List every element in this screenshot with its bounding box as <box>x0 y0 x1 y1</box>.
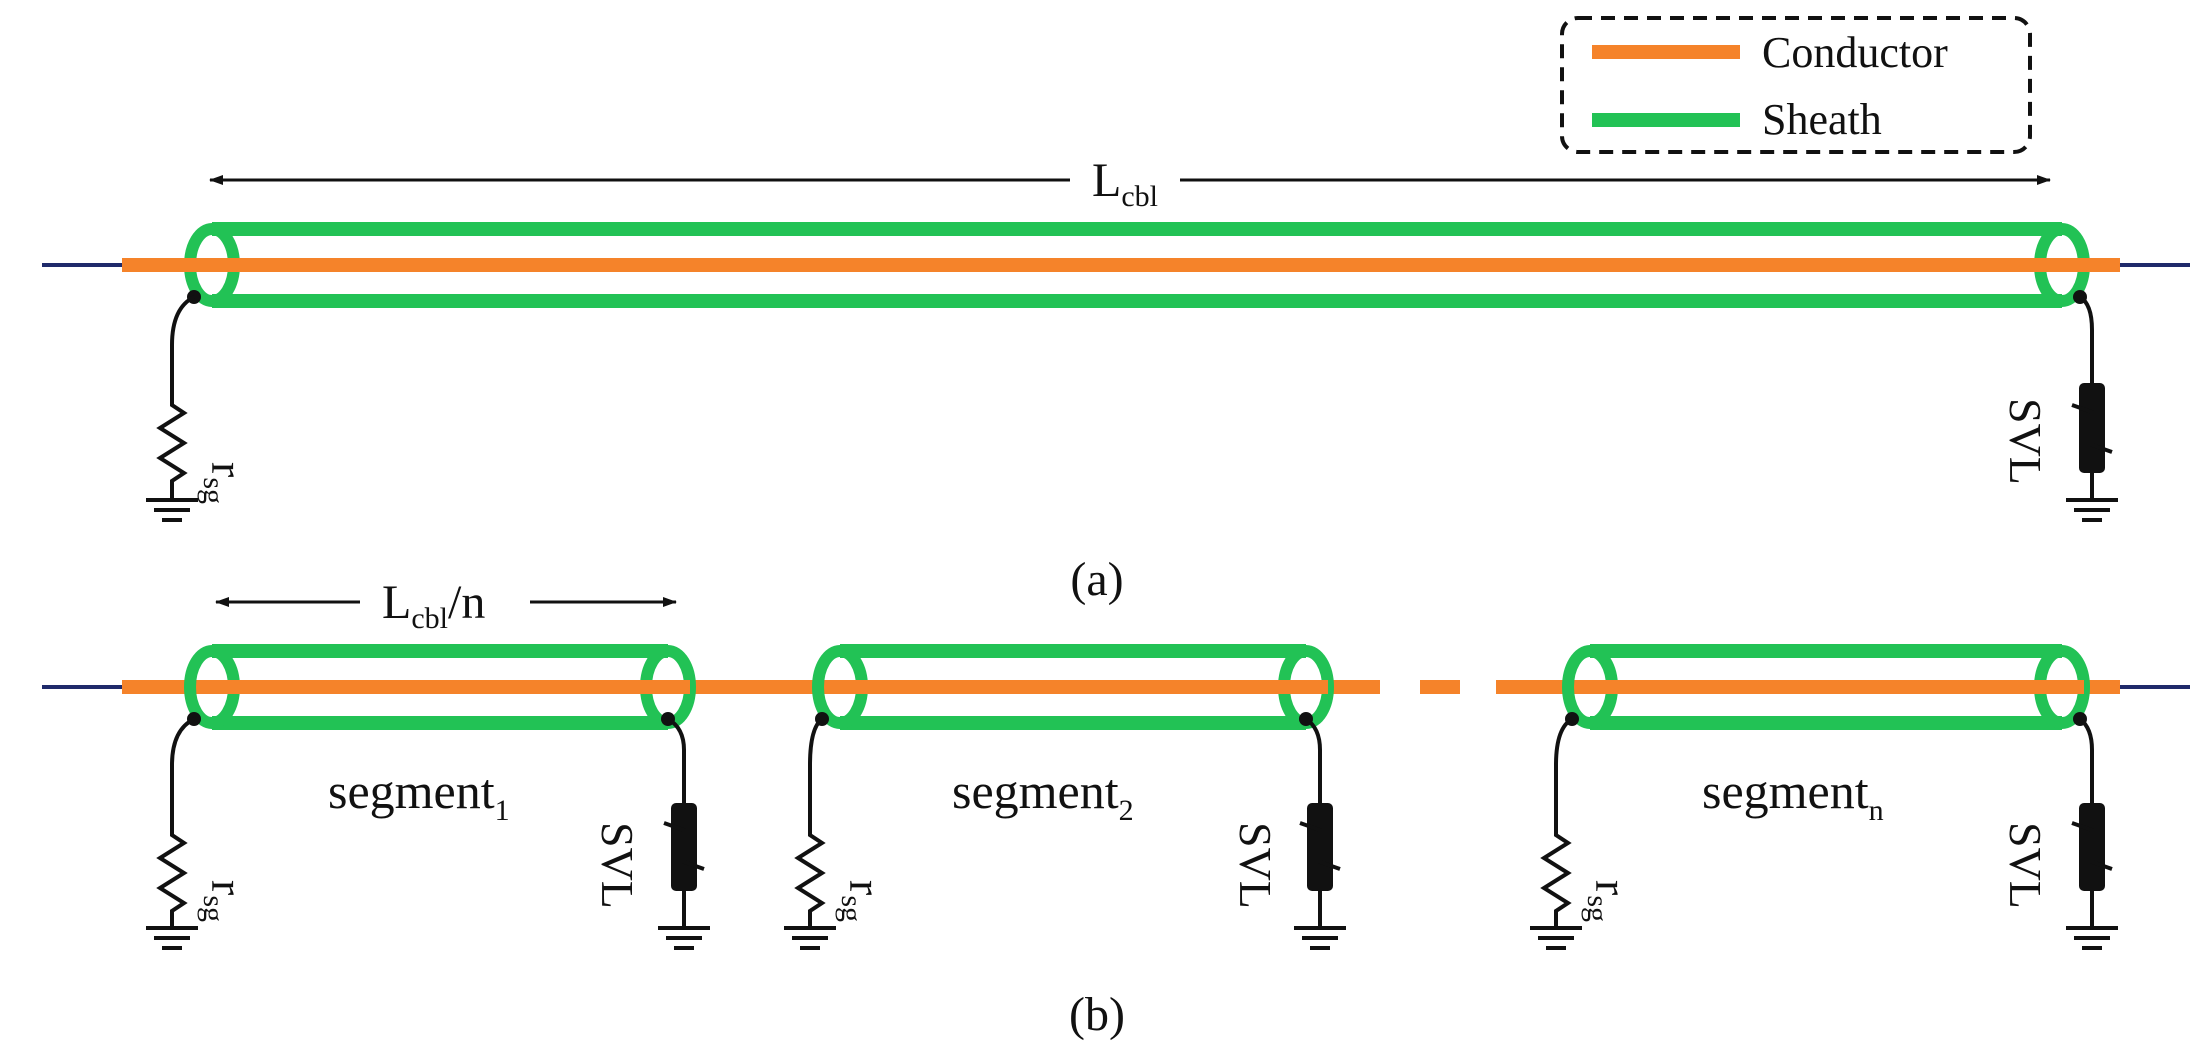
resistor-label-a: rsg <box>197 462 253 504</box>
panel-a: Lcbl rsg <box>42 154 2190 606</box>
legend: Conductor Sheath <box>1560 16 2032 154</box>
length-label-a: Lcbl <box>1092 154 1158 213</box>
sheath-body-a <box>212 222 2062 308</box>
length-dimension-a: Lcbl <box>209 154 2051 213</box>
segment-n-label: segmentn <box>1702 763 1884 827</box>
legend-conductor-label: Conductor <box>1762 28 1948 77</box>
segment-n-svl-label: SVL <box>2000 822 2051 909</box>
legend-sheath-label: Sheath <box>1762 95 1882 144</box>
segment-1-resistor-label: rsg <box>197 880 253 922</box>
caption-b: (b) <box>1069 988 1125 1041</box>
svl-label-a: SVL <box>2000 398 2051 485</box>
segment-1: segment1 rsg SVL <box>146 644 710 950</box>
length-dimension-b: Lcbl/n <box>215 576 677 635</box>
panel-b: Lcbl/n segment1 rsg <box>42 576 2190 1041</box>
segment-2-label: segment2 <box>952 763 1134 827</box>
grounding-resistor-a: rsg <box>146 290 253 522</box>
segment-n-resistor-label: rsg <box>1581 880 1637 922</box>
sheath-left-end-a <box>184 223 240 308</box>
length-label-b: Lcbl/n <box>382 576 485 635</box>
legend-box <box>1560 16 2032 154</box>
segment-2: segment2 rsg SVL <box>784 644 1346 950</box>
segment-2-resistor-label: rsg <box>835 880 891 922</box>
segment-1-svl-label: SVL <box>592 822 643 909</box>
segment-2-svl-label: SVL <box>1230 822 1281 909</box>
sheath-right-end-a <box>2034 223 2090 308</box>
grounding-svl-a: SVL <box>2000 290 2118 522</box>
segment-1-label: segment1 <box>328 763 510 827</box>
segment-n: segmentn rsg SVL <box>1530 644 2118 950</box>
cable-a <box>122 222 2120 308</box>
caption-a: (a) <box>1070 553 1123 606</box>
